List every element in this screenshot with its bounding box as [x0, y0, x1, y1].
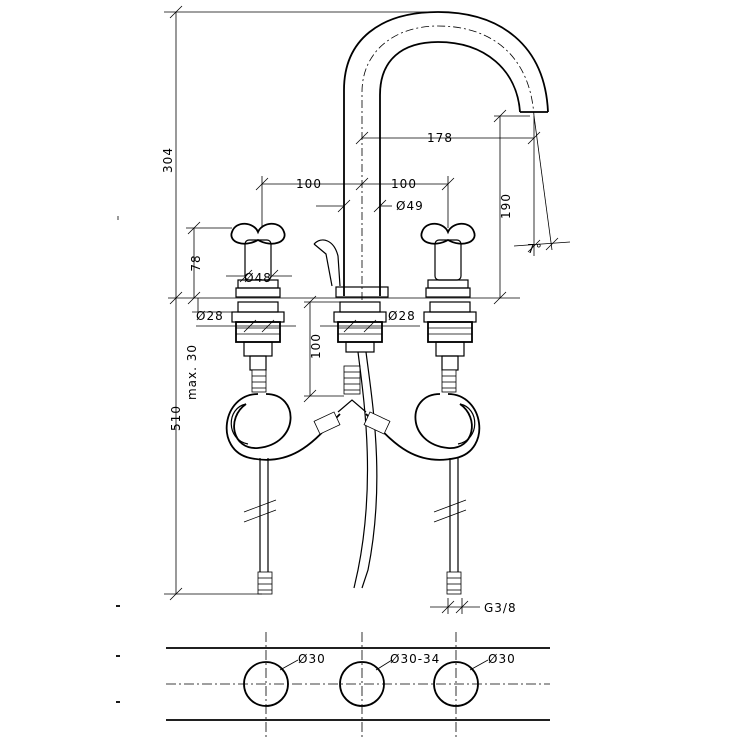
right-supply-pipe — [433, 458, 467, 595]
dim-handle-height: 78 — [189, 254, 203, 271]
dimension-labels: 304 178 100 100 Ø49 190 7° 78 Ø48 Ø28 Ø2… — [161, 131, 543, 615]
dim-hose-length: 510 — [169, 405, 183, 431]
hose-connector — [313, 399, 391, 435]
dim-shank-length: 100 — [309, 333, 323, 359]
left-hole — [243, 661, 289, 707]
left-valve-body — [231, 301, 285, 393]
dim-handle-diameter: Ø48 — [244, 271, 272, 285]
right-hole-label: Ø30 — [488, 652, 516, 666]
dim-thread: G3/8 — [484, 601, 517, 615]
center-hole-label: Ø30-34 — [390, 652, 440, 666]
dim-spout-angle: 7° — [527, 242, 543, 256]
center-valve-body — [333, 301, 387, 589]
right-hose-loop — [365, 393, 481, 461]
dim-spacing-right: 100 — [391, 177, 417, 191]
dim-spacing-left: 100 — [296, 177, 322, 191]
dim-total-height: 304 — [161, 147, 175, 173]
dim-center-shank: Ø28 — [388, 309, 416, 323]
left-hose-loop — [225, 393, 341, 461]
dim-max-thickness: max. 30 — [185, 344, 199, 400]
center-hole — [339, 661, 385, 707]
left-handle — [230, 222, 286, 298]
deck-hole-plan: Ø30 Ø30-34 Ø30 — [166, 632, 550, 738]
dim-spout-reach: 178 — [427, 131, 453, 145]
right-handle — [420, 222, 476, 298]
right-hole — [433, 661, 479, 707]
left-hole-label: Ø30 — [298, 652, 326, 666]
left-supply-pipe — [243, 458, 277, 595]
right-valve-body — [423, 301, 477, 393]
dim-spout-diameter: Ø49 — [396, 199, 424, 213]
dim-left-shank: Ø28 — [196, 309, 224, 323]
dimension-lines — [164, 5, 571, 614]
dim-spout-rise: 190 — [499, 193, 513, 219]
edge-ticks — [116, 216, 120, 703]
spout — [313, 11, 553, 300]
